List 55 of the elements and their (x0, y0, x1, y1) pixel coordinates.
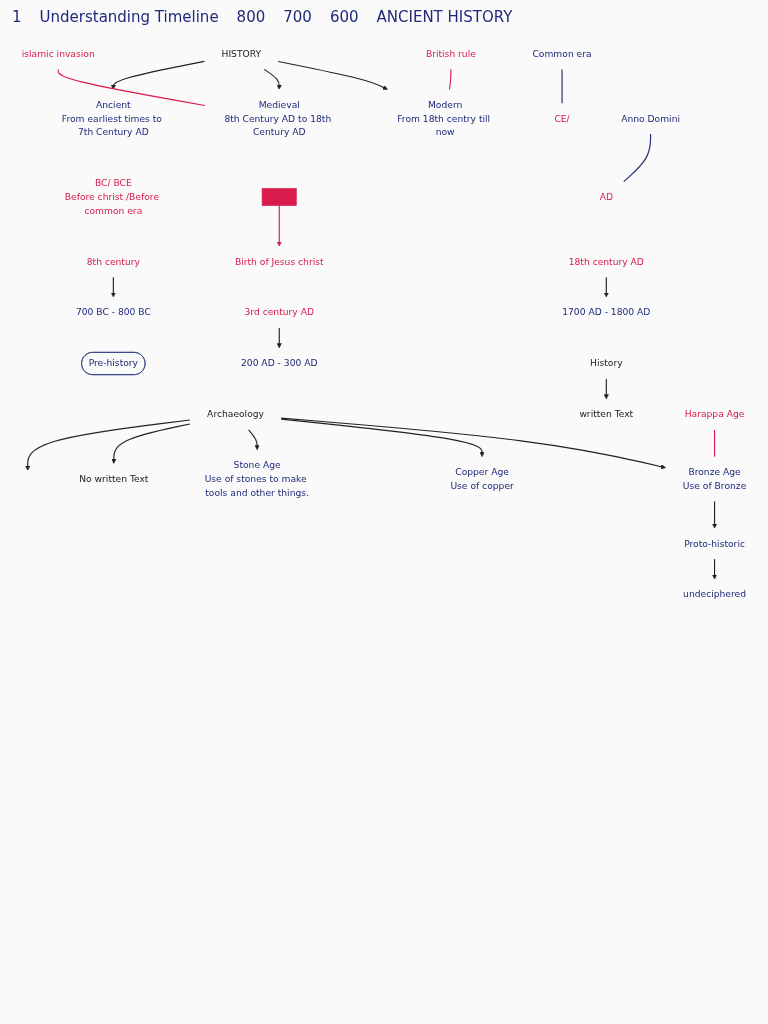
arrow (280, 418, 485, 457)
arrow (111, 423, 191, 464)
node-text: No written Text (79, 473, 149, 485)
node-text: HISTORY (221, 48, 262, 60)
node-text: Birth of Jesus christ (234, 255, 324, 267)
note-text: ANCIENT HISTORY (376, 8, 513, 26)
node-text: 700 BC - 800 BC (75, 306, 151, 318)
arrow (603, 276, 609, 298)
arrow (603, 378, 609, 400)
arrow (712, 500, 718, 529)
node-text: CE/ (554, 112, 570, 124)
node-text: islamic invasion (21, 48, 95, 60)
arrow (276, 205, 282, 247)
arrow (110, 60, 205, 90)
connector (561, 68, 563, 104)
node-text: 1700 AD - 1800 AD (562, 306, 651, 318)
node-text: Harappa Age (684, 408, 745, 420)
node-text: 3rd century AD (244, 306, 314, 318)
arrow (712, 558, 718, 580)
node-text: Modern From 18th centry till now (397, 99, 491, 138)
node-text: Common era (532, 48, 592, 60)
arrow (276, 327, 282, 349)
arrow (277, 60, 388, 90)
arrow (248, 429, 260, 451)
node-text: Copper Age Use of copper (450, 466, 514, 492)
node-text: 200 AD - 300 AD (240, 357, 318, 369)
note-text: Understanding Timeline (39, 8, 219, 26)
connector (57, 68, 206, 107)
node-text: History (590, 357, 623, 369)
arrow (263, 68, 282, 90)
note-text: 1 (12, 8, 22, 26)
arrow (110, 276, 116, 298)
node-text: Anno Domini (621, 112, 680, 124)
note-text: 600 (329, 8, 359, 26)
node-text: Medieval 8th Century AD to 18th Century AD (224, 99, 332, 138)
node-text: written Text (579, 408, 634, 420)
arrow (280, 417, 666, 470)
connector (448, 68, 452, 91)
arrow (25, 419, 191, 471)
node-text: Ancient From earliest times to 7th Century AD (61, 99, 162, 138)
node-text: Stone Age Use of stones to make tools and other things. (204, 459, 309, 498)
node-text: BC/ BCE Before christ /Before common era (64, 177, 160, 216)
connector (623, 133, 652, 183)
node-text: undeciphered (683, 588, 746, 600)
node-text: Bronze Age Use of Bronze (682, 466, 747, 492)
node-text: AD (599, 191, 613, 203)
node-text: Archaeology (207, 408, 264, 420)
connector (713, 429, 716, 458)
node-text: 8th century (86, 255, 140, 267)
note-text: 800 (236, 8, 266, 26)
node-text: British rule (425, 48, 476, 60)
node-text: 18th century AD (568, 255, 644, 267)
node-bar (261, 188, 297, 206)
note-text: 700 (283, 8, 312, 26)
node-text: Proto-historic (684, 537, 745, 549)
